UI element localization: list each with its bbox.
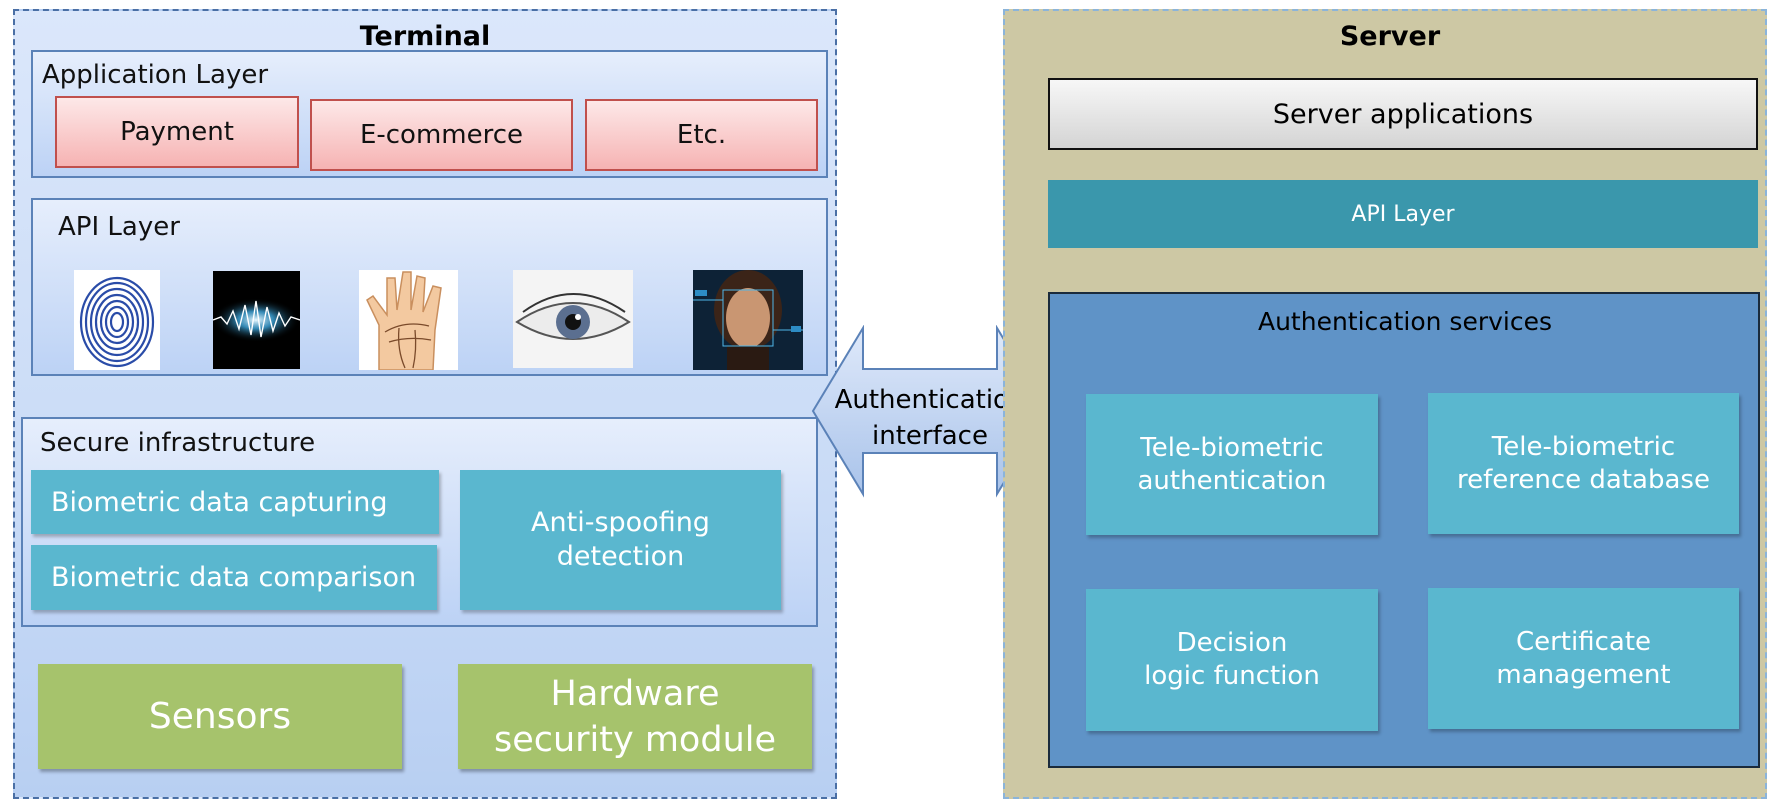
face-image	[693, 270, 803, 370]
authentication-interface-label: Authentication interface	[820, 380, 1040, 456]
hsm-box: Hardware security module	[458, 664, 812, 769]
tele-biometric-reference-database-box: Tele-biometric reference database	[1428, 393, 1739, 534]
tele-biometric-authentication-box: Tele-biometric authentication	[1086, 394, 1378, 535]
interface-line1: Authentication	[834, 385, 1026, 415]
eye-image	[513, 270, 633, 368]
secure-infrastructure-title: Secure infrastructure	[40, 428, 316, 458]
server-title: Server	[1339, 20, 1441, 52]
anti-spoofing-line2: detection	[556, 541, 685, 572]
server-applications-box: Server applications	[1048, 78, 1758, 150]
tele-db-line1: Tele-biometric	[1491, 431, 1676, 462]
decision-logic-function-box: Decision logic function	[1086, 589, 1378, 731]
server-api-layer: API Layer	[1048, 180, 1758, 248]
biometric-comparison-box: Biometric data comparison	[31, 545, 437, 610]
voice-wave-image	[213, 271, 300, 369]
tele-db-line2: reference database	[1457, 464, 1710, 495]
decision-line1: Decision	[1176, 628, 1288, 658]
certificate-management-box: Certificate management	[1428, 588, 1739, 729]
sensors-box: Sensors	[38, 664, 402, 769]
tele-auth-line2: authentication	[1137, 465, 1327, 496]
interface-line2: interface	[872, 421, 988, 451]
payment-app: Payment	[55, 96, 299, 168]
decision-line2: logic function	[1144, 661, 1320, 691]
cert-line1: Certificate	[1515, 626, 1652, 657]
hsm-line2: security module	[493, 719, 777, 760]
biometric-capturing-box: Biometric data capturing	[31, 470, 439, 534]
terminal-api-layer-title: API Layer	[58, 212, 180, 242]
etc-app: Etc.	[585, 99, 818, 171]
fingerprint-image	[74, 270, 160, 370]
authentication-services-title: Authentication services	[1257, 306, 1553, 336]
cert-line2: management	[1496, 659, 1671, 690]
hsm-line1: Hardware	[550, 673, 720, 714]
ecommerce-app: E-commerce	[310, 99, 573, 171]
anti-spoofing-line1: Anti-spoofing	[531, 507, 710, 538]
palm-image	[359, 270, 458, 370]
application-layer-title: Application Layer	[42, 60, 269, 90]
tele-auth-line1: Tele-biometric	[1140, 432, 1324, 463]
anti-spoofing-box: Anti-spoofing detection	[460, 470, 781, 610]
terminal-title: Terminal	[359, 20, 491, 52]
